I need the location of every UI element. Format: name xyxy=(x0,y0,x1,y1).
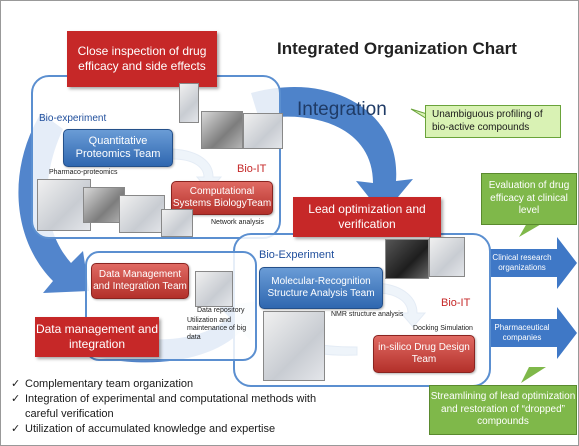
data-management-header: Data management and integration xyxy=(35,317,159,357)
top-bio-it-label: Bio-IT xyxy=(237,163,267,175)
pharmaceutical-label: Pharmaceutical companies xyxy=(494,323,550,342)
bullet-item: ✓Integration of experimental and computa… xyxy=(11,392,317,420)
pharmaco-proteomics-label: Pharmaco-proteomics xyxy=(49,169,118,176)
big-data-note: Utilization and maintenance of big data xyxy=(187,317,247,341)
clinical-arrow xyxy=(489,237,577,289)
researcher-photo xyxy=(179,83,199,123)
check-icon: ✓ xyxy=(11,422,21,435)
summary-bullets: ✓Complementary team organization ✓Integr… xyxy=(11,377,325,436)
data-repository-label: Data repository xyxy=(197,307,245,314)
docking-simulation-label: Docking Simulation xyxy=(413,325,473,332)
clinical-research-label: Clinical research organizations xyxy=(492,253,552,272)
integration-arc-arrow xyxy=(251,86,413,216)
data-management-team: Data Management and Integration Team xyxy=(91,263,189,299)
server-rack-photo xyxy=(243,113,283,149)
lab-instrument-photo xyxy=(201,111,243,149)
data-repository-icon xyxy=(195,271,233,307)
equipment-photo xyxy=(263,311,325,381)
nmr-analysis-label: NMR structure analysis xyxy=(331,311,404,318)
structure-photo xyxy=(429,237,465,277)
pharma-arrow xyxy=(489,307,577,359)
bullet-item: ✓Complementary team organization xyxy=(11,378,194,390)
bottom-bio-it-label: Bio-IT xyxy=(441,297,471,309)
network-analysis-label: Network analysis xyxy=(211,219,264,226)
nmr-photo xyxy=(385,239,429,279)
close-inspection-header: Close inspection of drug efficacy and si… xyxy=(67,31,217,87)
unambiguous-callout: Unambiguous profiling of bio-active comp… xyxy=(425,105,561,138)
quantitative-proteomics-team: Quantitative Proteomics Team xyxy=(63,129,173,167)
page-title: Integrated Organization Chart xyxy=(277,39,517,58)
integration-label: Integration xyxy=(297,99,387,120)
top-bio-experiment-label: Bio-experiment xyxy=(39,113,107,124)
check-icon: ✓ xyxy=(11,378,21,390)
lead-optimization-header: Lead optimization and verification xyxy=(293,197,441,237)
bullet-item: ✓Utilization of accumulated knowledge an… xyxy=(11,422,276,435)
check-icon: ✓ xyxy=(11,392,21,405)
evaluation-callout: Evaluation of drug efficacy at clinical … xyxy=(481,173,577,225)
lab-photo-4 xyxy=(161,209,193,237)
lab-photo-3 xyxy=(119,195,165,233)
insilico-drug-design-team: in-silico Drug Design Team xyxy=(373,335,475,373)
molecular-recognition-team: Molecular-Recognition Structure Analysis… xyxy=(259,267,383,309)
bottom-bio-experiment-label: Bio-Experiment xyxy=(259,249,335,261)
streamlining-callout: Streamlining of lead optimization and re… xyxy=(429,385,577,435)
